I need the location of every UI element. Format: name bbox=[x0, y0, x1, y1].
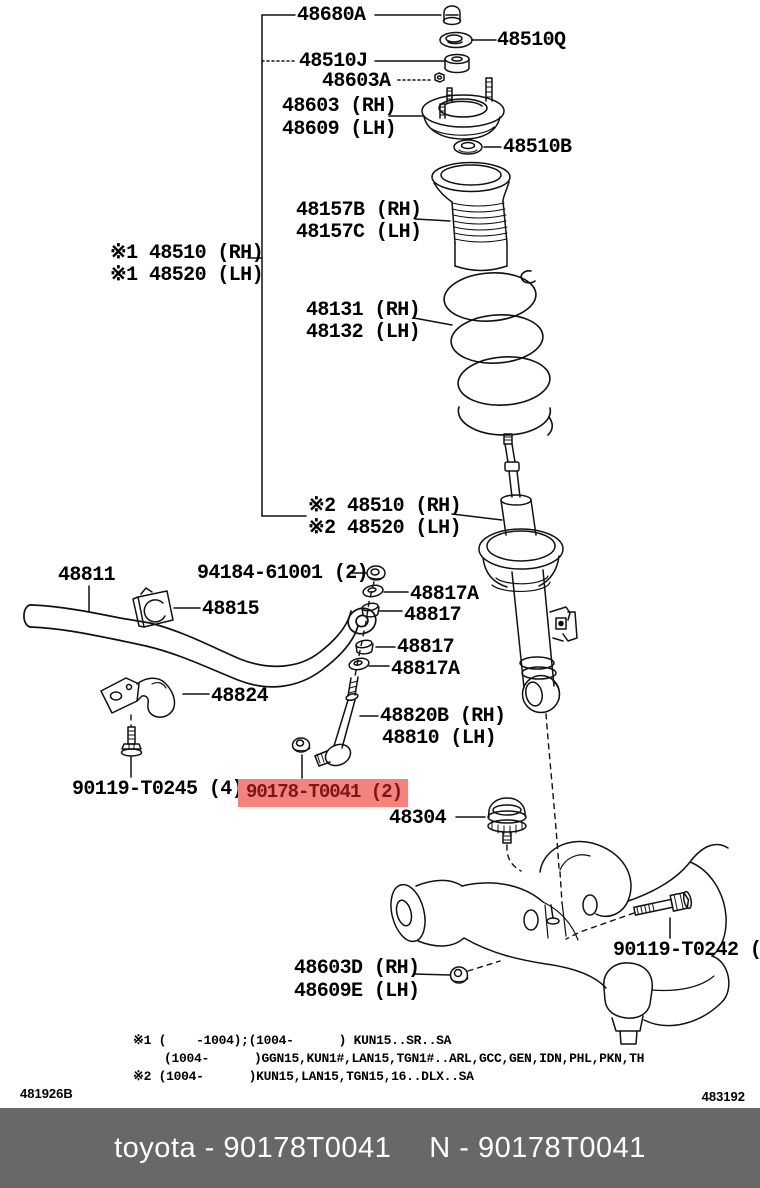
part-label-48510b: 48510B bbox=[503, 136, 572, 159]
footer-part-number-left: toyota - 90178T0041 bbox=[114, 1131, 392, 1164]
bracket-48824-part bbox=[101, 678, 175, 717]
part-label-48824: 48824 bbox=[211, 685, 269, 708]
bolt-90119-t0245-part bbox=[122, 727, 142, 756]
part-label-48603a: 48603A bbox=[322, 70, 391, 93]
part-label-x1-48520-lh: ※1 48520 (LH) bbox=[110, 264, 264, 287]
part-label-48510j: 48510J bbox=[299, 50, 368, 73]
part-label-48603d-rh: 48603D (RH) bbox=[294, 957, 420, 980]
part-label-90119-t0242: 90119-T0242 (2) bbox=[613, 939, 760, 962]
nut-90178-t0041-part bbox=[293, 738, 311, 752]
dust-boot-48157-part bbox=[432, 163, 510, 271]
footnote-line-1: ※1 ( -1004);(1004- ) KUN15..SR..SA bbox=[133, 1033, 452, 1048]
cap-nut-48680a-part bbox=[444, 6, 461, 25]
part-label-48680a: 48680A bbox=[297, 4, 366, 27]
cushion-washers-48817-part bbox=[348, 584, 384, 671]
suspension-exploded-diagram bbox=[0, 0, 760, 1105]
part-label-48817a-2: 48817A bbox=[391, 658, 460, 681]
part-label-48811: 48811 bbox=[58, 564, 116, 587]
page-code-right: 483192 bbox=[701, 1089, 745, 1104]
part-label-48603-rh: 48603 (RH) bbox=[282, 95, 397, 118]
part-label-48157b-rh: 48157B (RH) bbox=[296, 199, 422, 222]
footnote-line-3: ※2 (1004- )KUN15,LAN15,TGN15,16..DLX..SA bbox=[133, 1069, 474, 1084]
washer-48510b-part bbox=[454, 140, 482, 154]
part-label-48815: 48815 bbox=[202, 598, 260, 621]
bushing-48510j-part bbox=[445, 55, 469, 73]
part-label-48810-lh: 48810 (LH) bbox=[382, 727, 497, 750]
part-label-48131-rh: 48131 (RH) bbox=[306, 299, 421, 322]
leader-lines bbox=[89, 15, 670, 975]
nut-94184-61001-part bbox=[367, 566, 385, 580]
part-label-x1-48510-rh: ※1 48510 (RH) bbox=[110, 242, 264, 265]
page-code-left: 481926B bbox=[20, 1086, 73, 1101]
part-label-48817-2: 48817 bbox=[397, 636, 455, 659]
part-label-48157c-lh: 48157C (LH) bbox=[296, 221, 422, 244]
footnote-line-2: (1004- )GGN15,KUN1#,LAN15,TGN1#..ARL,GCC… bbox=[164, 1051, 645, 1066]
stabilizer-bushing-48815-part bbox=[133, 588, 173, 627]
strut-support-48603-part bbox=[422, 78, 504, 139]
part-label-x2-48520-lh: ※2 48520 (LH) bbox=[308, 517, 462, 540]
part-label-48817a-1: 48817A bbox=[410, 583, 479, 606]
part-label-90119-t0245: 90119-T0245 (4) bbox=[72, 778, 244, 801]
bolt-90119-t0242-part bbox=[633, 891, 693, 920]
part-label-48609e-lh: 48609E (LH) bbox=[294, 980, 420, 1003]
nut-48603d-part bbox=[451, 967, 469, 983]
shock-absorber-48510-part bbox=[479, 434, 577, 713]
stabilizer-link-48820b-part bbox=[315, 677, 359, 770]
footer-part-number-right: N - 90178T0041 bbox=[429, 1131, 646, 1164]
part-label-48820b-rh: 48820B (RH) bbox=[380, 705, 506, 728]
part-label-x2-48510-rh: ※2 48510 (RH) bbox=[308, 495, 462, 518]
part-label-48132-lh: 48132 (LH) bbox=[306, 321, 421, 344]
ball-joint-48304-part bbox=[488, 798, 526, 843]
stabilizer-bar-48811-part bbox=[24, 604, 380, 687]
lower-control-arm-part bbox=[385, 842, 728, 1044]
footer-bar: toyota - 90178T0041 N - 90178T0041 bbox=[0, 1108, 760, 1188]
part-label-48817-1: 48817 bbox=[404, 604, 462, 627]
nut-48603a-part bbox=[435, 73, 444, 82]
coil-spring-48131-part bbox=[442, 270, 552, 435]
part-label-94184-61001: 94184-61001 (2) bbox=[197, 562, 369, 585]
part-label-48609-lh: 48609 (LH) bbox=[282, 118, 397, 141]
part-label-48510q: 48510Q bbox=[497, 29, 566, 52]
washer-48510q-part bbox=[440, 33, 472, 48]
highlighted-part-label-90178-t0041: 90178-T0041 (2) bbox=[238, 779, 409, 807]
part-label-48304: 48304 bbox=[389, 807, 447, 830]
